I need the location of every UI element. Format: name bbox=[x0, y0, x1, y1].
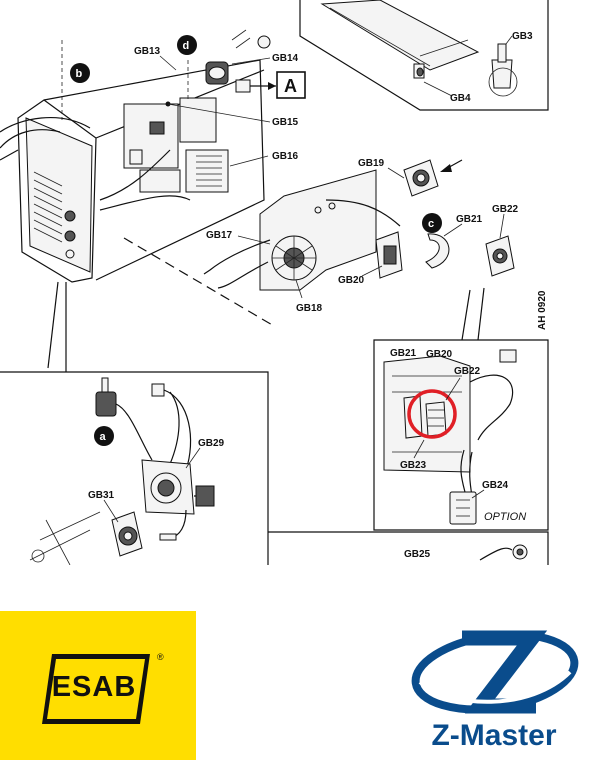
callout-c: c bbox=[422, 213, 442, 233]
fan-gb19 bbox=[403, 159, 463, 197]
label-gb17: GB17 bbox=[206, 230, 233, 241]
exploded-parts-diagram: GB4 GB3 bbox=[0, 0, 549, 565]
svg-text:a: a bbox=[100, 431, 107, 443]
label-gb13: GB13 bbox=[134, 46, 161, 57]
esab-logo-text: ESAB bbox=[51, 671, 137, 703]
z-master-swoosh-icon bbox=[411, 630, 579, 714]
highlight-circle-gb23 bbox=[407, 389, 457, 439]
label-gb4: GB4 bbox=[450, 93, 471, 104]
esab-parallelogram-mark bbox=[42, 654, 150, 724]
inset-gb29-gb31 bbox=[0, 371, 269, 565]
inset-gb3-gb4: GB4 GB3 bbox=[299, 0, 549, 111]
panel-gb18 bbox=[203, 169, 377, 299]
callout-b: b bbox=[70, 63, 90, 83]
part-gb14 bbox=[205, 61, 251, 93]
label-gb20-inset: GB20 bbox=[426, 349, 453, 360]
inset-gb25 bbox=[268, 531, 549, 565]
label-option: OPTION bbox=[484, 511, 526, 523]
svg-text:b: b bbox=[76, 68, 83, 80]
part-gb20 bbox=[325, 199, 403, 279]
label-gb23: GB23 bbox=[400, 460, 427, 471]
ring-gb21 bbox=[425, 233, 450, 269]
label-gb15: GB15 bbox=[272, 117, 299, 128]
label-gb25: GB25 bbox=[404, 549, 431, 560]
z-master-logo-text: Z-Master bbox=[431, 719, 557, 752]
drawing-code: AH 0920 bbox=[537, 290, 548, 330]
main-housing bbox=[0, 29, 275, 327]
label-gb19: GB19 bbox=[358, 158, 385, 169]
label-gb21: GB21 bbox=[456, 214, 483, 225]
label-gb18: GB18 bbox=[296, 303, 323, 314]
label-gb16: GB16 bbox=[272, 151, 299, 162]
label-gb22-inset: GB22 bbox=[454, 366, 481, 377]
fan-gb22 bbox=[485, 235, 515, 277]
esab-registered-mark: ® bbox=[157, 652, 164, 662]
label-gb31: GB31 bbox=[88, 490, 115, 501]
svg-text:A: A bbox=[284, 76, 297, 96]
label-gb21-inset: GB21 bbox=[390, 348, 417, 359]
label-gb22: GB22 bbox=[492, 204, 519, 215]
svg-text:d: d bbox=[183, 40, 190, 52]
callout-a: a bbox=[94, 426, 114, 446]
label-gb29: GB29 bbox=[198, 438, 225, 449]
inset-gb20-gb24 bbox=[373, 339, 549, 531]
label-gb14: GB14 bbox=[272, 53, 299, 64]
label-gb24: GB24 bbox=[482, 480, 509, 491]
transformer-gb16 bbox=[196, 155, 222, 187]
housing-vents bbox=[33, 171, 63, 243]
svg-text:c: c bbox=[428, 218, 434, 230]
callout-d: d bbox=[177, 35, 197, 55]
label-gb3: GB3 bbox=[512, 31, 533, 42]
callout-box-a: A bbox=[250, 71, 306, 99]
label-gb20: GB20 bbox=[338, 275, 365, 286]
